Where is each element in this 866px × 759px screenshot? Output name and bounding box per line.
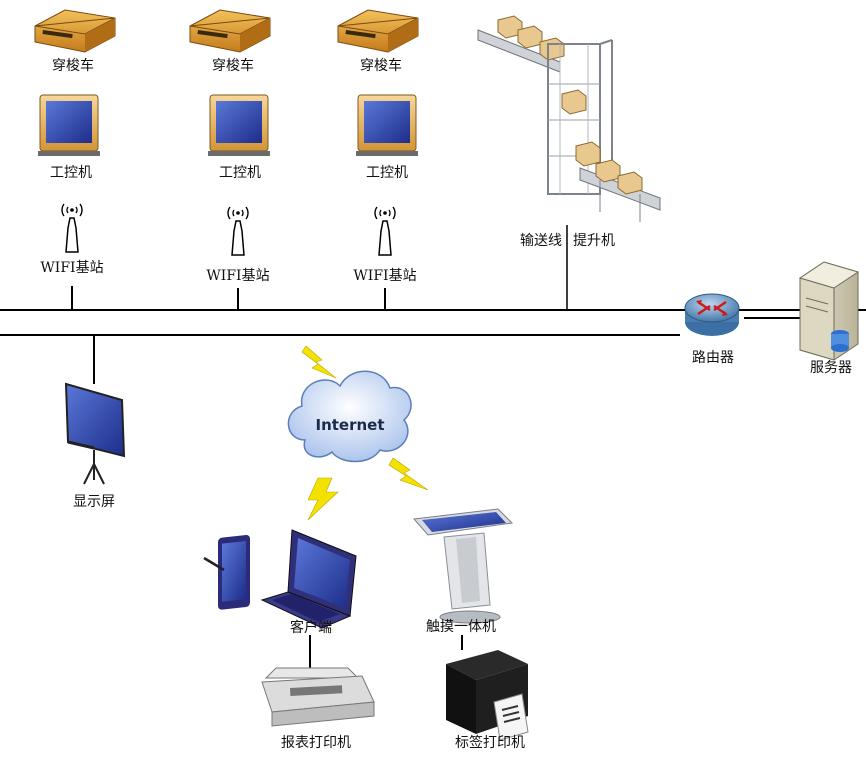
wifi-station-label: WIFI基站: [353, 268, 417, 284]
client-label: 客户端: [290, 620, 332, 636]
lightning-icon: [388, 457, 429, 491]
conveyor-label: 输送线: [520, 233, 562, 249]
shuttle-label: 穿梭车: [360, 58, 402, 74]
router-label: 路由器: [692, 350, 734, 366]
label-printer-label: 标签打印机: [455, 735, 525, 751]
shuttle-cart-icon: [189, 9, 271, 53]
lightning-icon: [301, 345, 337, 379]
shuttle-label: 穿梭车: [52, 58, 94, 74]
report-printer-icon: [261, 667, 375, 727]
label-printer-icon: [446, 650, 529, 741]
wifi-station-icon: [374, 206, 396, 256]
industrial-pc-icon: [38, 94, 100, 156]
tablet-icon: [203, 535, 250, 610]
network-bus: [0, 225, 866, 668]
touch-kiosk-icon: [412, 508, 514, 624]
shuttle-label: 穿梭车: [212, 58, 254, 74]
wifi-station-icon: [61, 203, 83, 253]
display-screen-icon: [64, 382, 126, 485]
server-icon: [798, 261, 860, 361]
router-icon: [684, 293, 740, 336]
conveyor-lifter-icon: [477, 15, 661, 222]
ipc-label: 工控机: [50, 165, 92, 181]
server-label: 服务器: [810, 360, 852, 376]
wifi-station-icon: [227, 206, 249, 256]
wifi-station-label: WIFI基站: [40, 260, 104, 276]
ipc-label: 工控机: [366, 165, 408, 181]
shuttle-cart-icon: [337, 9, 419, 53]
laptop-icon: [260, 529, 357, 629]
ipc-label: 工控机: [219, 165, 261, 181]
lifter-label: 提升机: [573, 233, 615, 249]
shuttle-cart-icon: [34, 9, 116, 53]
kiosk-label: 触摸一体机: [426, 619, 496, 635]
internet-cloud-icon: Internet: [287, 370, 412, 463]
display-label: 显示屏: [73, 494, 115, 510]
industrial-pc-icon: [208, 94, 270, 156]
lightning-icon: [307, 477, 339, 521]
internet-label: Internet: [315, 416, 384, 434]
wifi-station-label: WIFI基站: [206, 268, 270, 284]
industrial-pc-icon: [356, 94, 418, 156]
report-printer-label: 报表打印机: [281, 735, 351, 751]
